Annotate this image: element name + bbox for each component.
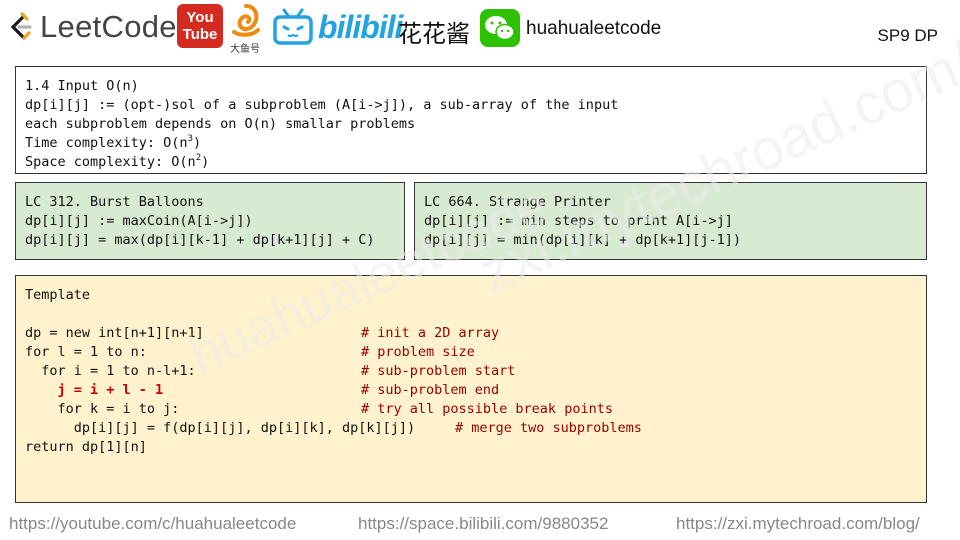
blog-link[interactable]: https://zxi.mytechroad.com/blog/	[676, 514, 920, 533]
lc664-box: LC 664. Strange Printer dp[i][j] := min …	[414, 182, 927, 260]
intro-box: 1.4 Input O(n) dp[i][j] := (opt-)sol of …	[15, 66, 927, 174]
bilibili-tv-icon[interactable]	[272, 8, 314, 46]
code-line: dp = new int[n+1][n+1]# init a 2D array	[25, 325, 500, 341]
bilibili-wordmark: bilibili	[318, 9, 403, 45]
lc312-rec: dp[i][j] = max(dp[i][k-1] + dp[k+1][j] +…	[25, 232, 375, 248]
leetcode-icon	[10, 12, 32, 40]
code-line: dp[i][j] = f(dp[i][j], dp[i][k], dp[k][j…	[25, 420, 642, 436]
youtube-text-2: Tube	[182, 26, 218, 43]
lc312-box: LC 312. Burst Balloons dp[i][j] := maxCo…	[15, 182, 405, 260]
cn-name: 花花酱	[398, 20, 470, 48]
lc312-title: LC 312. Burst Balloons	[25, 194, 204, 210]
template-box: Template dp = new int[n+1][n+1]# init a …	[15, 275, 927, 503]
code-line: return dp[1][n]	[25, 439, 147, 455]
youtube-icon[interactable]: You Tube	[177, 4, 223, 48]
intro-line-3: each subproblem depends on O(n) smallar …	[25, 116, 416, 132]
youtube-text-1: You	[186, 9, 214, 26]
slide-tag: SP9 DP	[877, 26, 938, 45]
wechat-handle: huahualeetcode	[526, 18, 662, 39]
code-line: for l = 1 to n:# problem size	[25, 344, 475, 360]
header: LeetCode You Tube 大鱼号 bilibili 花花酱 huahu…	[0, 0, 960, 60]
lc664-def: dp[i][j] := min steps to print A[i->j]	[424, 213, 733, 229]
template-title: Template	[25, 287, 91, 303]
lc664-title: LC 664. Strange Printer	[424, 194, 611, 210]
lc312-def: dp[i][j] := maxCoin(A[i->j])	[25, 213, 253, 229]
dayu-fish-icon[interactable]	[228, 2, 264, 54]
leetcode-wordmark: LeetCode	[40, 9, 177, 44]
blank-line	[25, 305, 926, 324]
lc664-rec: dp[i][j] = min(dp[i][k] + dp[k+1][j-1])	[424, 232, 741, 248]
code-line: for k = i to j:# try all possible break …	[25, 401, 613, 417]
code-line: for i = 1 to n-l+1:# sub-problem start	[25, 363, 516, 379]
wechat-icon[interactable]	[480, 9, 520, 47]
intro-line-1: 1.4 Input O(n)	[25, 78, 139, 94]
space-complexity: Space complexity: O(n2)	[25, 153, 210, 171]
youtube-link[interactable]: https://youtube.com/c/huahualeetcode	[9, 514, 297, 533]
time-complexity: Time complexity: O(n3)	[25, 134, 202, 152]
dayu-label: 大鱼号	[230, 44, 260, 55]
leetcode-logo[interactable]: LeetCode	[6, 8, 177, 46]
intro-line-2: dp[i][j] := (opt-)sol of a subproblem (A…	[25, 97, 619, 113]
bilibili-link[interactable]: https://space.bilibili.com/9880352	[358, 514, 609, 533]
code-line-highlight: j = i + l - 1# sub-problem end	[25, 382, 500, 398]
